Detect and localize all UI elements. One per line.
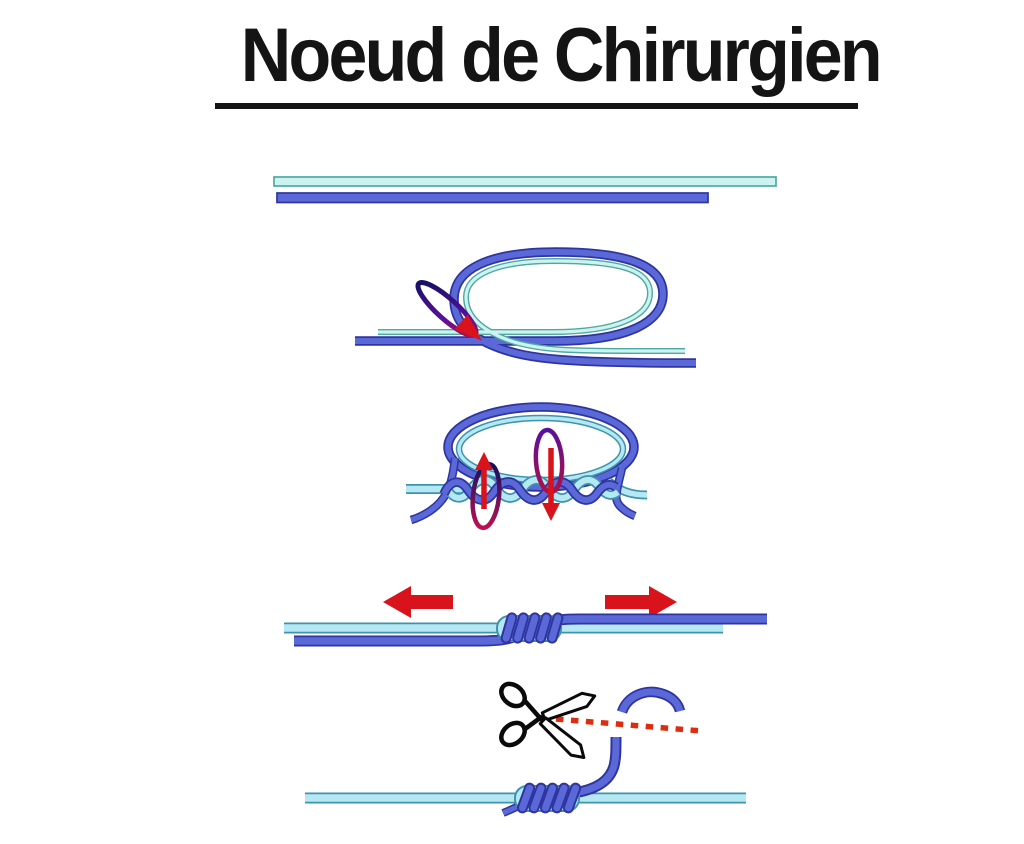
step4-tighten bbox=[284, 586, 767, 644]
pull-right-arrow bbox=[605, 586, 677, 618]
scissors-pivot bbox=[536, 714, 544, 722]
wrap-direction-arrow-right bbox=[533, 427, 565, 521]
title-underline bbox=[215, 103, 858, 109]
step2-first-loop bbox=[355, 252, 696, 363]
step5-trim bbox=[305, 681, 746, 814]
step5-cut-piece bbox=[622, 692, 680, 712]
figure-title: Noeud de Chirurgien bbox=[240, 13, 883, 98]
insert-arrowhead bbox=[454, 314, 482, 341]
step1-light-line bbox=[273, 176, 777, 187]
step1-parallel-lines bbox=[273, 176, 777, 204]
wrap-direction-arrow-left bbox=[470, 452, 502, 531]
step5-knot-coil bbox=[514, 782, 582, 814]
step4-knot-coil bbox=[496, 612, 564, 644]
step1-dark-line bbox=[276, 192, 709, 204]
wrap-arrowhead-down bbox=[542, 503, 560, 521]
pull-left-arrow bbox=[383, 586, 453, 618]
scissors-icon bbox=[499, 681, 599, 765]
step3-wraps bbox=[406, 402, 647, 531]
wrap-arrowhead-up bbox=[475, 452, 493, 470]
cut-line bbox=[555, 716, 703, 734]
insert-direction-arrow bbox=[415, 280, 482, 341]
